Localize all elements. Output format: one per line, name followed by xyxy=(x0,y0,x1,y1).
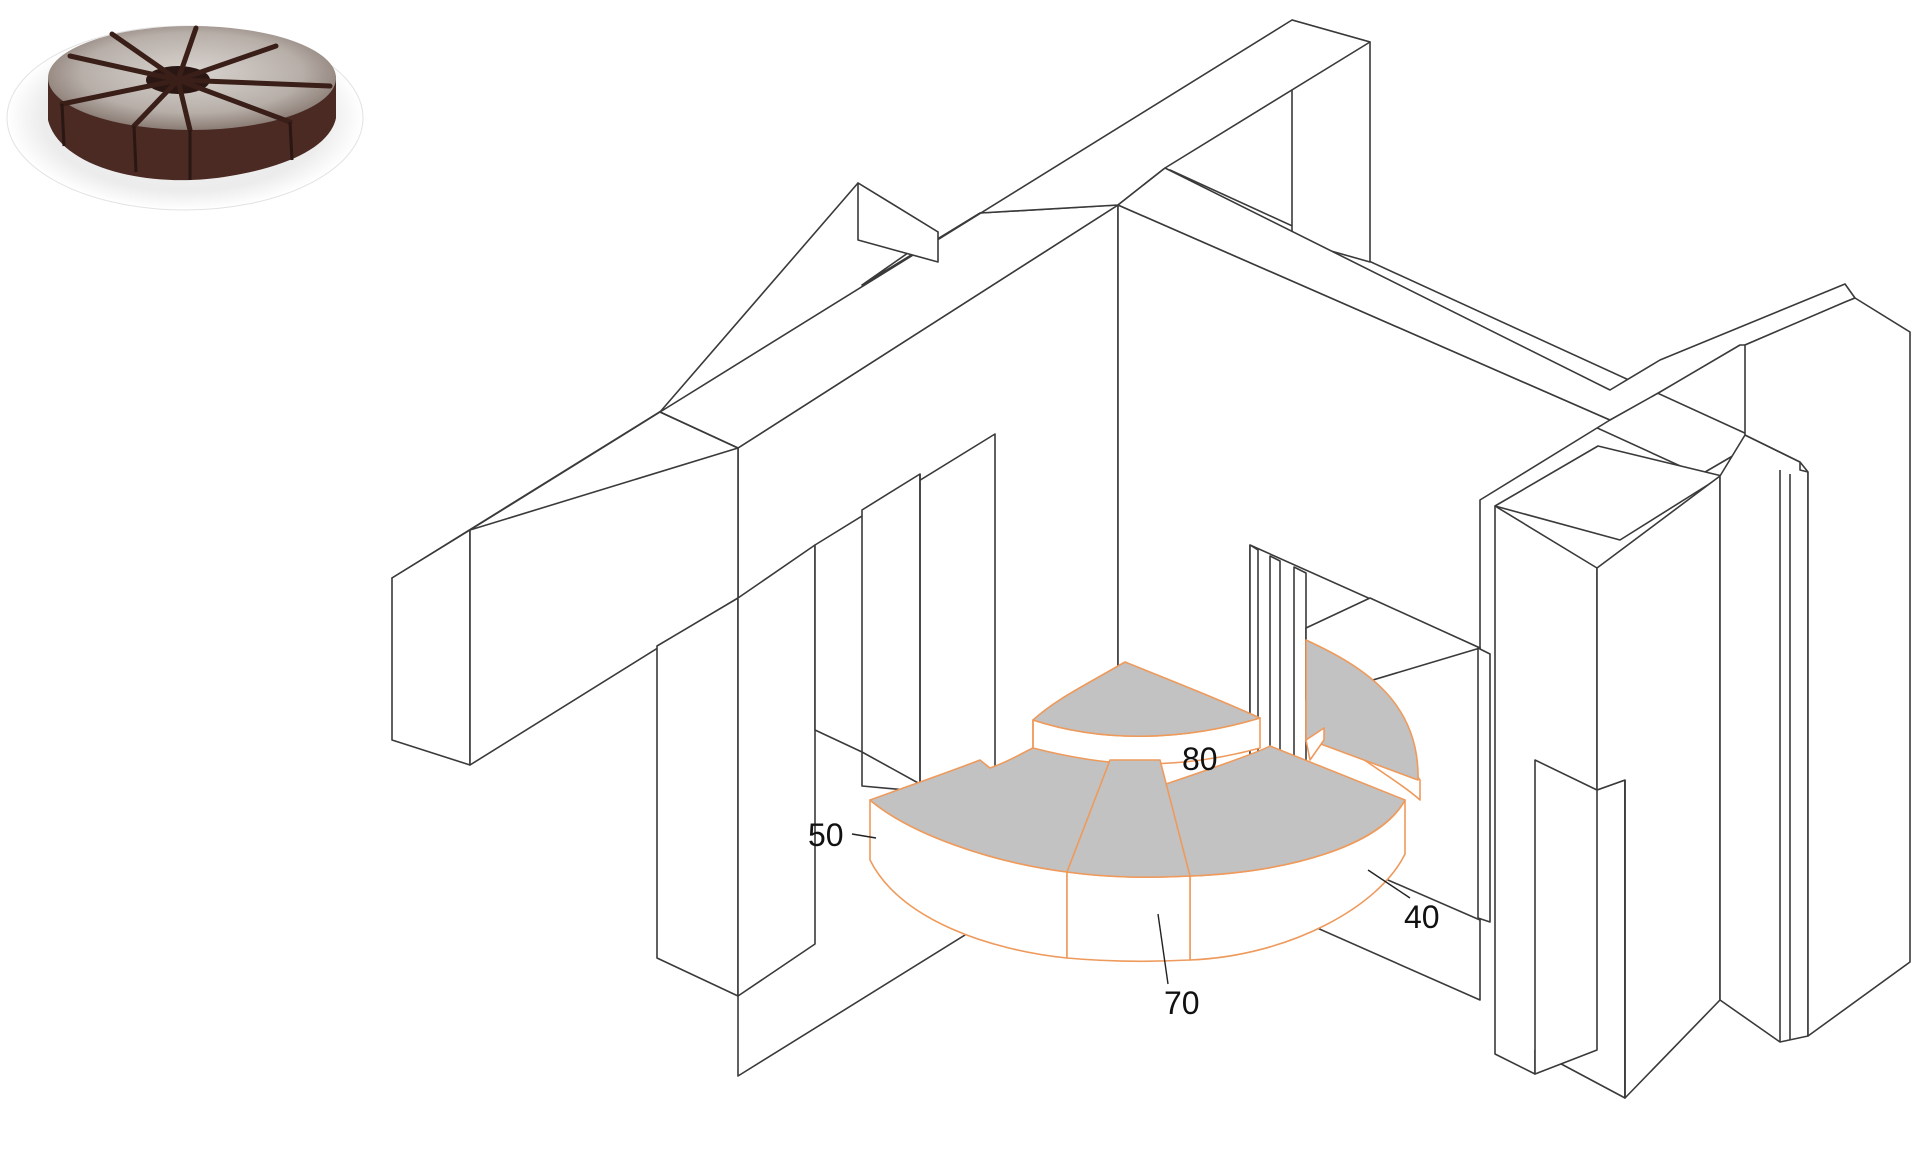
leader-70 xyxy=(1157,913,1169,985)
slice-cuts xyxy=(59,25,333,133)
right-tall-column xyxy=(1494,445,1723,1099)
far-right-column xyxy=(1719,297,1911,1043)
seat-module-right-back-top xyxy=(1305,639,1419,781)
cake-photo xyxy=(6,25,364,211)
callout-40: 40 xyxy=(1404,899,1440,935)
left-beam-front xyxy=(391,529,471,766)
left-door-jamb xyxy=(861,473,921,785)
seat-module-70-top xyxy=(1066,759,1191,878)
seating-modules xyxy=(869,639,1421,963)
seat-module-80-top xyxy=(1032,661,1261,738)
side-cut-marks xyxy=(60,103,294,180)
far-right-column-front xyxy=(1719,434,1809,1043)
callout-50: 50 xyxy=(808,817,844,853)
callout-80: 80 xyxy=(1182,741,1218,777)
sliding-panel xyxy=(1477,647,1491,923)
left-beam-edge xyxy=(659,411,739,449)
seat-module-connector xyxy=(1305,727,1325,761)
far-right-column-side xyxy=(1744,297,1911,1037)
right-column-flange xyxy=(1534,759,1598,1075)
leader-40 xyxy=(1367,869,1411,899)
upper-beam-stub xyxy=(857,182,939,263)
callout-70: 70 xyxy=(1164,985,1200,1021)
leader-50 xyxy=(851,833,877,839)
left-column-front xyxy=(656,597,739,997)
seat-module-50-top xyxy=(869,747,1111,873)
left-column xyxy=(656,433,996,997)
callout-leaders xyxy=(851,833,1411,985)
left-column-side xyxy=(737,544,816,997)
callout-labels: 80 50 40 70 xyxy=(808,741,1440,1021)
seat-module-70-front xyxy=(1066,871,1191,963)
seat-module-40-top xyxy=(1159,745,1406,877)
